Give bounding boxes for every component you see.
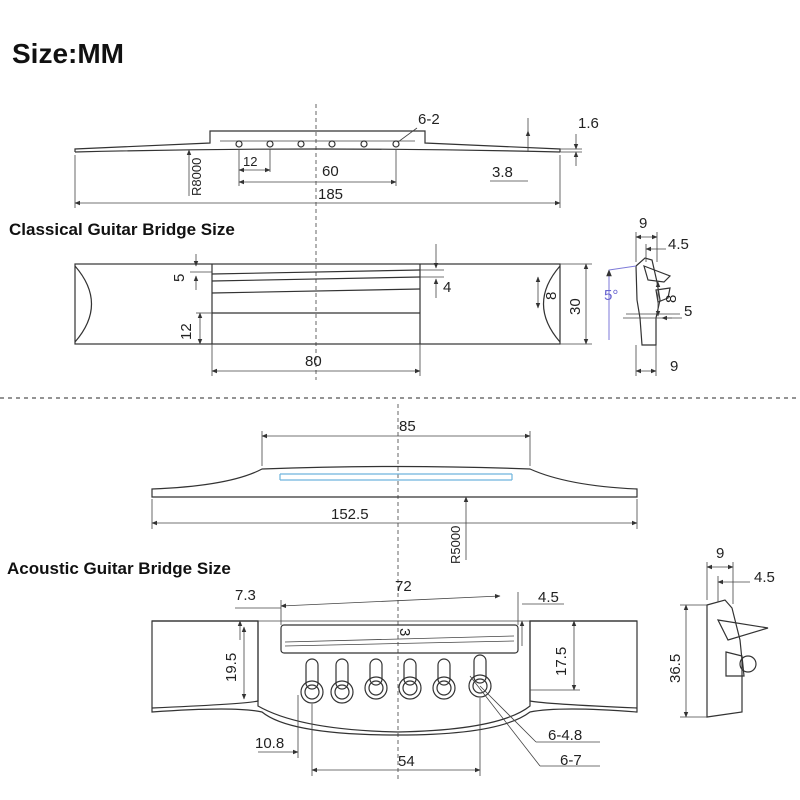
- acoustic-length-label: 152.5: [331, 506, 369, 523]
- string-hole: [328, 140, 336, 148]
- acoustic-bridge-outline: [151, 620, 638, 736]
- angle-line: [608, 265, 637, 271]
- classical-side-lip-label: 5: [684, 303, 692, 320]
- saddle-line: [284, 635, 515, 643]
- pin-slot: [335, 658, 349, 690]
- acoustic-slot-offset-label: 7.3: [235, 587, 256, 604]
- acoustic-slot-end-label: 4.5: [538, 589, 559, 606]
- pin-slot: [473, 654, 487, 684]
- classical-side-step-label: 4.5: [668, 236, 689, 253]
- acoustic-pin-span-label: 54: [398, 753, 415, 770]
- acoustic-side-profile: [706, 599, 743, 718]
- saddle-bottom: [211, 276, 421, 282]
- saddle-insert: [643, 265, 672, 283]
- acoustic-pin-ring-label: 6-7: [560, 752, 582, 769]
- pin-hole: [330, 680, 354, 704]
- pin-hole: [432, 676, 456, 700]
- pin-ring: [472, 678, 488, 694]
- acoustic-span-label: 85: [399, 418, 416, 435]
- pin-slot: [369, 658, 383, 686]
- acoustic-top-view: 85 152.5 R5000: [151, 404, 638, 780]
- saddle-line: [284, 640, 515, 647]
- pin-slot: [437, 658, 451, 686]
- pin-shaft: [725, 651, 745, 677]
- acoustic-right-height-label: 17.5: [553, 647, 570, 676]
- pin-slot: [305, 658, 319, 690]
- acoustic-side-step-label: 4.5: [754, 569, 775, 586]
- pin-hole: [364, 676, 388, 700]
- string-hole: [235, 140, 243, 148]
- tie-line: [211, 288, 421, 294]
- acoustic-side-height-label: 36.5: [667, 654, 684, 683]
- classical-offset-label: 12: [178, 323, 195, 340]
- classical-bridge-profile: [74, 130, 561, 152]
- acoustic-slot-width-label: 3: [396, 628, 413, 636]
- string-hole: [297, 140, 305, 148]
- pin-hole-leader: [479, 685, 537, 743]
- acoustic-pin-hole-label: 6-4.8: [548, 727, 582, 744]
- string-hole: [360, 140, 368, 148]
- classical-holes-label: 6-2: [418, 111, 440, 128]
- classical-top-view: 6-2 12 60 R8000 185 1.6 3.8: [74, 104, 599, 380]
- classical-side-notch-label: 8: [663, 295, 680, 303]
- slot-length-dim: [280, 593, 501, 609]
- classical-depth-label: 30: [567, 298, 584, 315]
- classical-width-label: 80: [305, 353, 322, 370]
- pin-hole: [300, 680, 324, 704]
- acoustic-side-top-label: 9: [716, 545, 724, 562]
- pin-slot: [403, 658, 417, 686]
- left-wing-curve: [74, 265, 93, 343]
- saddle-top: [211, 269, 421, 275]
- acoustic-saddle: [716, 619, 769, 641]
- pin-ring: [402, 680, 418, 696]
- right-wing-curve: [542, 265, 561, 343]
- pin-hole: [468, 674, 492, 698]
- acoustic-edge-label: 10.8: [255, 735, 284, 752]
- classical-side-base-label: 9: [670, 358, 678, 375]
- acoustic-side-view: 9 4.5 36.5: [667, 545, 775, 718]
- acoustic-slot-length-label: 72: [395, 578, 412, 595]
- acoustic-front-view: 72 7.3 4.5 3 19.5 17.5 10.8 54 6-4.8 6-: [151, 578, 638, 776]
- classical-radius-label: R8000: [189, 158, 204, 196]
- bridge-pins: [300, 654, 492, 704]
- classical-spacing-label: 12: [243, 154, 257, 169]
- classical-length-label: 185: [318, 186, 343, 203]
- acoustic-radius-label: R5000: [448, 526, 463, 564]
- classical-bridge-bottom: [74, 148, 561, 153]
- classical-title: Classical Guitar Bridge Size: [9, 220, 235, 239]
- string-hole: [392, 140, 400, 148]
- classical-gap-label: 5: [171, 274, 188, 282]
- pin-ring-leader: [469, 675, 541, 767]
- acoustic-bridge-profile: [151, 465, 638, 498]
- pin-head: [739, 655, 757, 673]
- classical-side-view: 9 4.5 5° 8 5 9: [604, 215, 692, 376]
- classical-height-label: 3.8: [492, 164, 513, 181]
- pin-ring: [304, 684, 320, 700]
- acoustic-left-height-label: 19.5: [223, 653, 240, 682]
- classical-string-holes: [235, 140, 400, 148]
- pin-ring: [436, 680, 452, 696]
- holes-leader: [397, 127, 418, 143]
- classical-side-top-label: 9: [639, 215, 647, 232]
- acoustic-title: Acoustic Guitar Bridge Size: [7, 559, 231, 578]
- right-wing: [529, 620, 638, 709]
- left-wing: [151, 620, 259, 709]
- pin-hole: [398, 676, 422, 700]
- classical-slot-label: 8: [543, 292, 560, 300]
- classical-front-view: 5 4 12 80 8 30: [74, 244, 592, 376]
- classical-bridge-outline: [74, 263, 561, 345]
- classical-thickness-label: 1.6: [578, 115, 599, 132]
- pin-ring: [334, 684, 350, 700]
- classical-angle-label: 5°: [604, 287, 618, 304]
- classical-saddle-label: 4: [443, 279, 451, 296]
- classical-span-label: 60: [322, 163, 339, 180]
- saddle-slot: [280, 624, 519, 654]
- page-title: Size:MM: [12, 38, 124, 69]
- string-hole: [266, 140, 274, 148]
- pin-ring: [368, 680, 384, 696]
